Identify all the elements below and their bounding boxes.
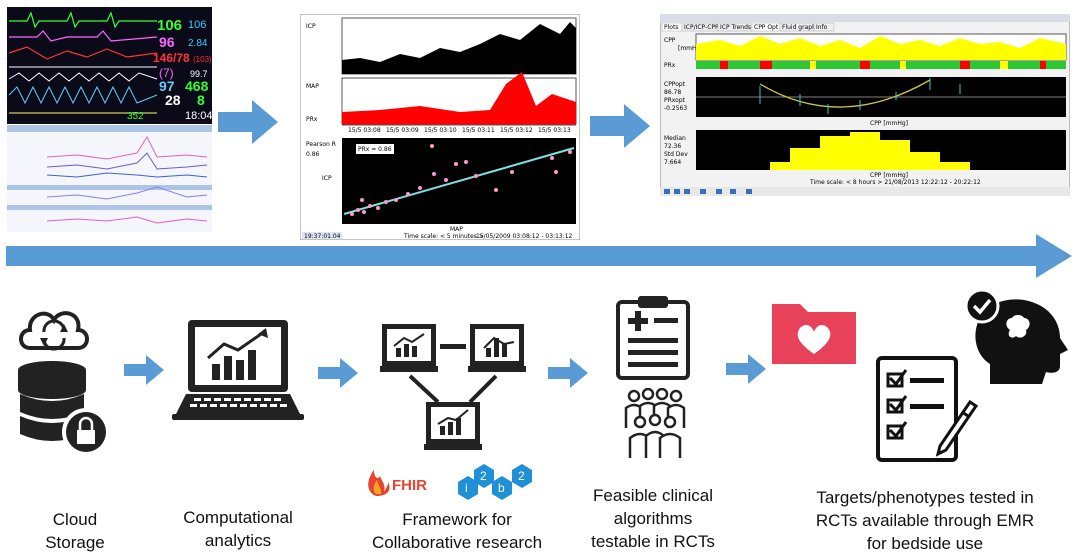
time-range: 15/05/2009 03:08:12 - 03:13:12	[476, 233, 573, 240]
cpp-panel: Plots ICP/ICP-CPP ICP Trends CPP Opt Flu…	[659, 13, 1071, 197]
stddev-label: Std Dev	[664, 151, 688, 158]
cpp-xaxis-2: CPP [mmHg]	[870, 172, 908, 179]
checklist-pen-icon	[876, 356, 979, 462]
fhir-text: FHIR	[392, 477, 427, 494]
cpp-label: CPP	[664, 37, 676, 44]
flow-arrow-2	[590, 104, 650, 148]
monitor-bp-mean: (103)	[193, 55, 212, 64]
cpp-timescale: Time scale: < 8 hours > 21/08/2013 12:22…	[809, 179, 981, 186]
i2b2-char-2: b	[498, 481, 505, 495]
flow-arrow-1	[218, 100, 278, 144]
step-arrow-4	[726, 354, 766, 384]
health-folder-icon	[772, 304, 856, 364]
timescale: Time scale: < 5 minutes >	[403, 233, 484, 240]
prxopt-value: -0.2563	[664, 105, 687, 112]
fhir-logo: FHIR	[368, 470, 427, 496]
monitor-val-96: 96	[159, 34, 175, 50]
median-value: 72.36	[664, 143, 681, 150]
axis-tick-4: 15/5 03:12	[500, 127, 533, 134]
monitor-hr2: 106	[188, 19, 206, 31]
monitor-screen: 106 106 96 2.84 146/78 (103) (7) 99.7 97…	[7, 7, 213, 232]
cppopt-value: 86.78	[664, 89, 681, 96]
step-label-targets: Targets/phenotypes tested in RCTs availa…	[815, 488, 1035, 553]
monitor-val-28: 28	[165, 92, 181, 108]
step-label-analytics: Computational analytics	[183, 508, 293, 550]
scatter-y-label: ICP	[322, 175, 332, 182]
cpp-tab-2: ICP Trends	[720, 24, 751, 31]
median-label: Median	[664, 135, 686, 142]
monitor-val-7: (7)	[159, 66, 174, 80]
pearson-label: Pearson R	[306, 141, 336, 148]
axis-tick-3: 15/5 03:11	[462, 127, 495, 134]
cpp-tabs: Plots ICP/ICP-CPP ICP Trends CPP Opt Flu…	[661, 22, 835, 32]
scatter-x-label: MAP	[450, 226, 463, 233]
i2b2-char-0: i	[465, 481, 468, 495]
cppopt-label: CPPopt	[664, 81, 686, 88]
icp-label: ICP	[306, 23, 316, 30]
step-arrow-1	[124, 355, 164, 385]
prx-label: PRx	[306, 116, 318, 123]
prxopt-label: PRxopt	[664, 97, 686, 104]
cpp-tab-1: ICP/ICP-CPP	[684, 24, 719, 31]
step-arrow-2	[318, 358, 358, 388]
axis-tick-2: 15/5 03:10	[424, 127, 457, 134]
cpp-prx-label: PRx	[664, 62, 676, 69]
cpp-tab-5: Info	[816, 24, 828, 31]
people-group-icon	[624, 388, 686, 458]
step-arrow-3	[548, 358, 588, 388]
monitor-val-352: 352	[127, 111, 144, 122]
i2b2-logo: i 2 b 2	[458, 464, 532, 500]
axis-tick-1: 15/5 03:09	[386, 127, 419, 134]
brain-head-icon	[964, 288, 1068, 384]
laptop-chart-icon	[172, 320, 304, 420]
computer-left	[380, 324, 438, 372]
i2b2-char-1: 2	[480, 469, 487, 483]
cpp-tab-4: Fluid graph	[782, 24, 816, 31]
stddev-value: 7.664	[664, 159, 681, 166]
step-label-cloud: Cloud Storage	[45, 510, 105, 552]
map-label: MAP	[306, 83, 319, 90]
monitor-time: 18:04	[185, 110, 212, 122]
monitor-hr: 106	[157, 17, 182, 34]
monitor-val-997: 99.7	[190, 69, 208, 79]
prx-box: PRx = 0.86	[358, 146, 392, 153]
monitor-val-284: 2.84	[188, 38, 208, 49]
axis-tick-0: 15/5 03:08	[348, 127, 381, 134]
monitor-val-468: 468	[185, 78, 209, 94]
step-label-framework: Framework for Collaborative research	[371, 510, 543, 552]
scatter-points	[350, 144, 572, 216]
i2b2-char-3: 2	[518, 469, 525, 483]
monitor-val-97: 97	[159, 78, 175, 94]
timeline-arrow	[6, 234, 1072, 278]
cpp-unit: [mmHg]	[678, 45, 703, 52]
time-readout: 19:37:01.04	[304, 233, 341, 240]
cpp-tab-0: Plots	[664, 24, 678, 31]
pearson-value: 0.86	[306, 151, 320, 158]
computer-bottom	[424, 402, 482, 450]
cpp-tab-3: CPP Opt	[754, 24, 779, 31]
clipboard-medical-icon	[616, 296, 690, 380]
monitor-bp: 146/78	[153, 51, 190, 65]
icp-map-screen: ICP MAP PRx 15/5 03:08 15/5 03:09 15/5 0…	[299, 13, 581, 241]
database-lock-icon	[18, 361, 108, 456]
cpp-screen: Plots ICP/ICP-CPP ICP Trends CPP Opt Flu…	[659, 13, 1071, 197]
monitor-val-8: 8	[197, 92, 205, 108]
step-label-feasible: Feasible clinical algorithms testable in…	[591, 486, 715, 551]
icp-map-panel: ICP MAP PRx 15/5 03:08 15/5 03:09 15/5 0…	[299, 13, 581, 241]
network-computers-icon	[380, 324, 526, 450]
cloud-sync-icon	[19, 311, 89, 351]
axis-tick-5: 15/5 03:13	[538, 127, 571, 134]
cpp-xaxis: CPP [mmHg]	[870, 120, 908, 127]
monitor-panel: 106 106 96 2.84 146/78 (103) (7) 99.7 97…	[7, 7, 213, 232]
computer-right	[468, 324, 526, 372]
